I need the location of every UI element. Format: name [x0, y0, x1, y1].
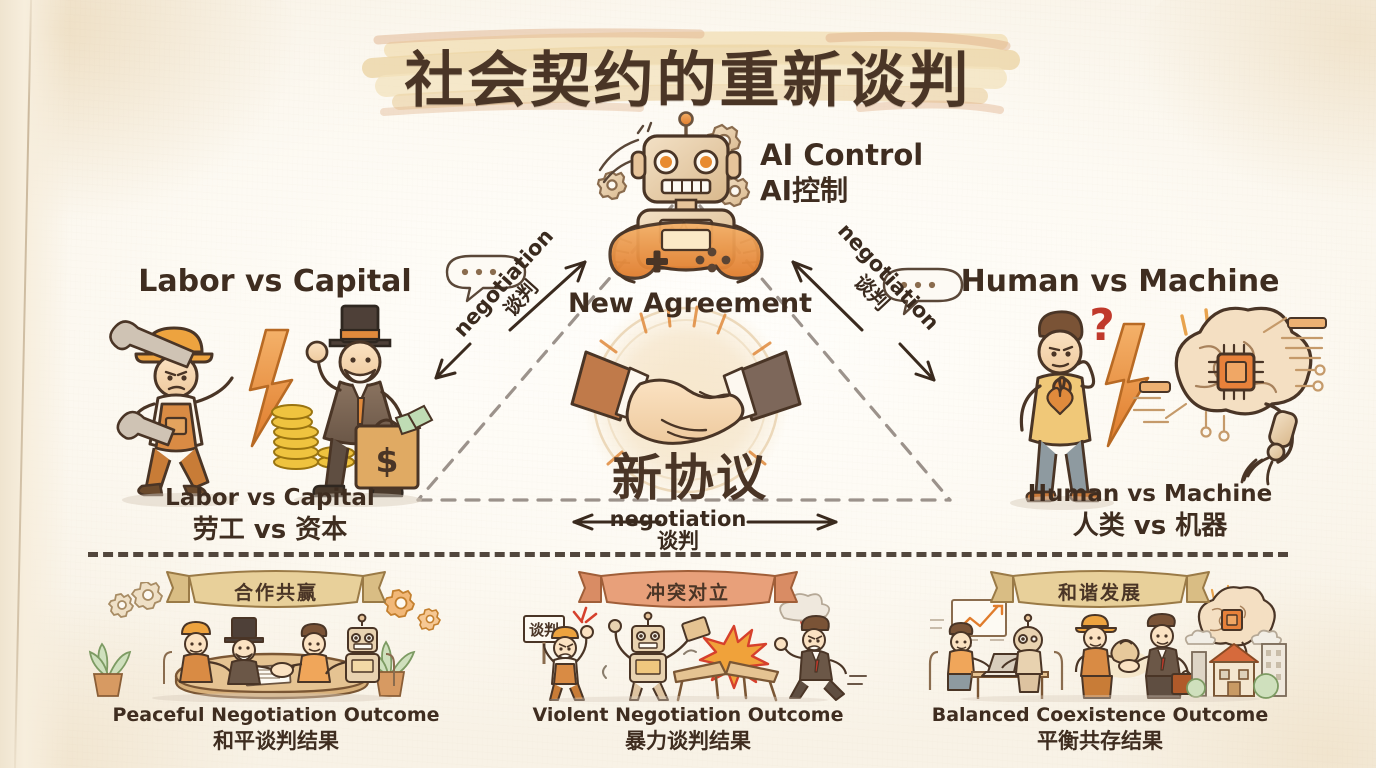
outcome-panel-balanced: 和谐发展 Balanced Coexistence Outcome 平衡共存结果 — [910, 566, 1290, 762]
ai-control-cn: AI控制 — [760, 174, 849, 208]
outcome-caption-balanced: Balanced Coexistence Outcome 平衡共存结果 — [910, 704, 1290, 754]
edge-label-bottom: negotiation 谈判 — [578, 507, 778, 554]
human-vs-ai-brain-icon: ? — [1010, 300, 1327, 510]
caption-human-machine: Human vs Machine 人类 vs 机器 — [1000, 480, 1300, 542]
outcome-panel-violent: 谈判 — [498, 566, 878, 762]
round-table-handshake-icon — [88, 582, 441, 702]
edge-bottom-en: negotiation — [609, 507, 747, 531]
outcome-panel-peaceful: 合作共赢 Peaceful Negotiation Outcome 和平谈判结果 — [86, 566, 466, 762]
outcome-caption-violent-cn: 暴力谈判结果 — [625, 728, 751, 753]
svg-text:?: ? — [1089, 300, 1115, 351]
ai-control-en: AI Control — [760, 138, 924, 172]
outcome-caption-violent: Violent Negotiation Outcome 暴力谈判结果 — [498, 704, 878, 754]
outcome-caption-peaceful-en: Peaceful Negotiation Outcome — [112, 704, 440, 726]
title-block: 社会契约的重新谈判 — [0, 16, 1376, 120]
labor-caption-en: Labor vs Capital — [165, 485, 375, 511]
labor-caption-cn: 劳工 vs 资本 — [192, 514, 348, 545]
edge-bottom-cn: 谈判 — [657, 529, 699, 554]
outcome-caption-peaceful: Peaceful Negotiation Outcome 和平谈判结果 — [86, 704, 466, 754]
page-title: 社会契约的重新谈判 — [404, 46, 972, 116]
caption-labor-capital: Labor vs Capital 劳工 vs 资本 — [105, 484, 435, 546]
outcome-banner-text-peaceful: 合作共赢 — [233, 581, 318, 604]
outcome-banner-peaceful — [166, 570, 386, 608]
center-label-en: New Agreement — [568, 288, 812, 319]
robot-gamepad-icon — [596, 111, 764, 284]
outcome-illustration-violent: 谈判 — [498, 566, 878, 704]
outcome-panels: 合作共赢 Peaceful Negotiation Outcome 和平谈判结果 — [86, 566, 1290, 762]
outcome-caption-violent-en: Violent Negotiation Outcome — [532, 704, 844, 726]
outcome-banner-balanced — [990, 570, 1210, 608]
coexistence-city-icon — [928, 584, 1287, 702]
outcome-banner-text-violent: 冲突对立 — [645, 581, 730, 604]
human-caption-en: Human vs Machine — [1027, 481, 1273, 507]
outcome-illustration-balanced: 和谐发展 — [910, 566, 1290, 704]
node-heading-labor-capital: Labor vs Capital — [138, 264, 412, 299]
worker-vs-capitalist-icon: $ — [109, 304, 434, 507]
outcome-banner-text-balanced: 和谐发展 — [1057, 581, 1142, 604]
outcome-caption-balanced-en: Balanced Coexistence Outcome — [931, 704, 1269, 726]
human-caption-cn: 人类 vs 机器 — [1072, 510, 1228, 541]
outcome-banner-violent — [578, 570, 798, 608]
center-label-cn: 新协议 — [612, 449, 768, 507]
outcome-illustration-peaceful: 合作共赢 — [86, 566, 466, 704]
section-divider — [88, 552, 1288, 557]
edge-label-right: negotiation 谈判 — [809, 211, 951, 359]
title-highlighter-strokes — [362, 28, 1020, 116]
outcome-caption-peaceful-cn: 和平谈判结果 — [213, 728, 339, 753]
node-label-ai-control: AI Control AI控制 — [760, 138, 923, 209]
svg-text:$: $ — [376, 441, 399, 480]
node-heading-human-machine: Human vs Machine — [960, 264, 1280, 299]
outcome-caption-balanced-cn: 平衡共存结果 — [1037, 728, 1163, 753]
